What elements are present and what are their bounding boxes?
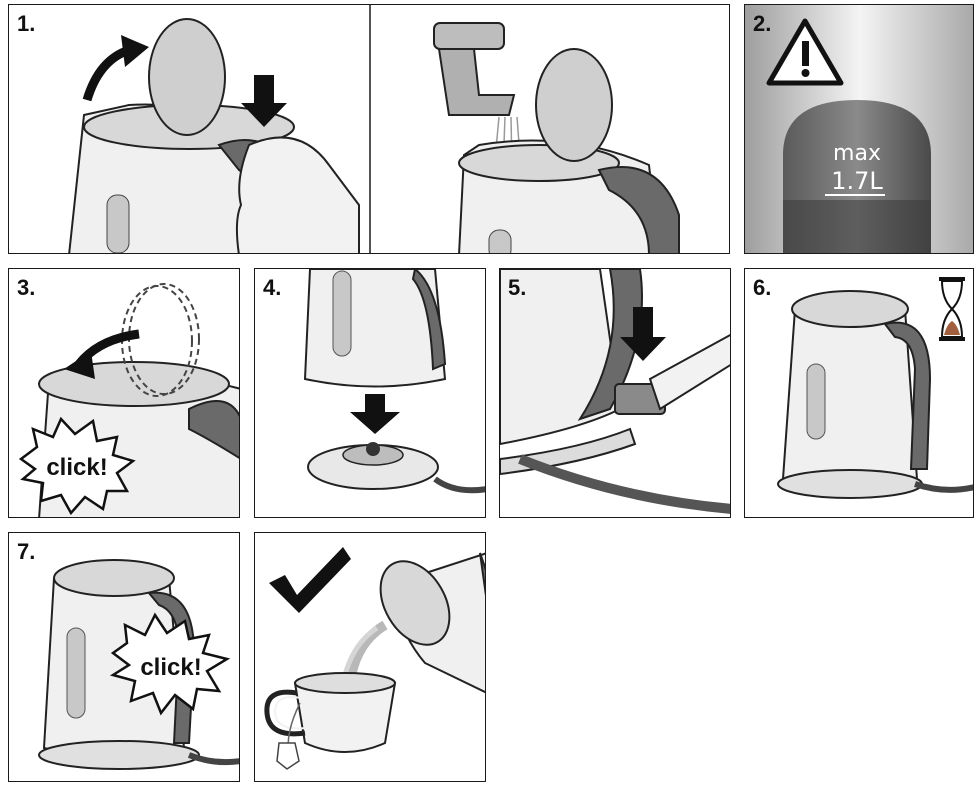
step-number: 7.: [17, 539, 36, 564]
step-4-panel: 4.: [254, 268, 486, 518]
step-3-panel: 3. click!: [8, 268, 240, 518]
step-4-illustration: [303, 269, 485, 494]
step-number: 5.: [508, 275, 527, 300]
checkmark-icon: [269, 547, 351, 613]
step-2-illustration: [745, 5, 973, 253]
warning-triangle-icon: [766, 18, 844, 86]
step-1-panel: 1.: [8, 4, 730, 254]
step-5-panel: 5.: [499, 268, 731, 518]
step-2-panel: 2. max 1.7L: [744, 4, 974, 254]
step-6-panel: 6.: [744, 268, 974, 518]
hourglass-icon: [939, 277, 965, 341]
step-2-overlay: max 1.7L: [766, 18, 883, 195]
kettle-open-lid: [68, 18, 360, 253]
step-number: 2.: [753, 11, 772, 36]
step-7-illustration: click!: [38, 559, 239, 770]
click-label: click!: [140, 654, 201, 681]
max-label: max: [833, 141, 881, 166]
click-burst: [18, 416, 136, 516]
step-6-illustration: [777, 277, 973, 499]
step-number: 4.: [263, 275, 282, 300]
kettle-under-tap: [433, 22, 680, 253]
step-number: 6.: [753, 275, 772, 300]
click-burst: [109, 612, 231, 716]
step-5-illustration: [500, 269, 730, 514]
step-number: 3.: [17, 275, 36, 300]
click-label: click!: [46, 454, 107, 481]
volume-label: 1.7L: [831, 167, 883, 195]
step-8-illustration: [264, 547, 485, 770]
step-7-panel: 7. click!: [8, 532, 240, 782]
step-number: 1.: [17, 11, 36, 36]
step-8-panel: [254, 532, 486, 782]
step-3-illustration: click!: [18, 283, 239, 517]
step-1-illustration: [68, 5, 680, 253]
